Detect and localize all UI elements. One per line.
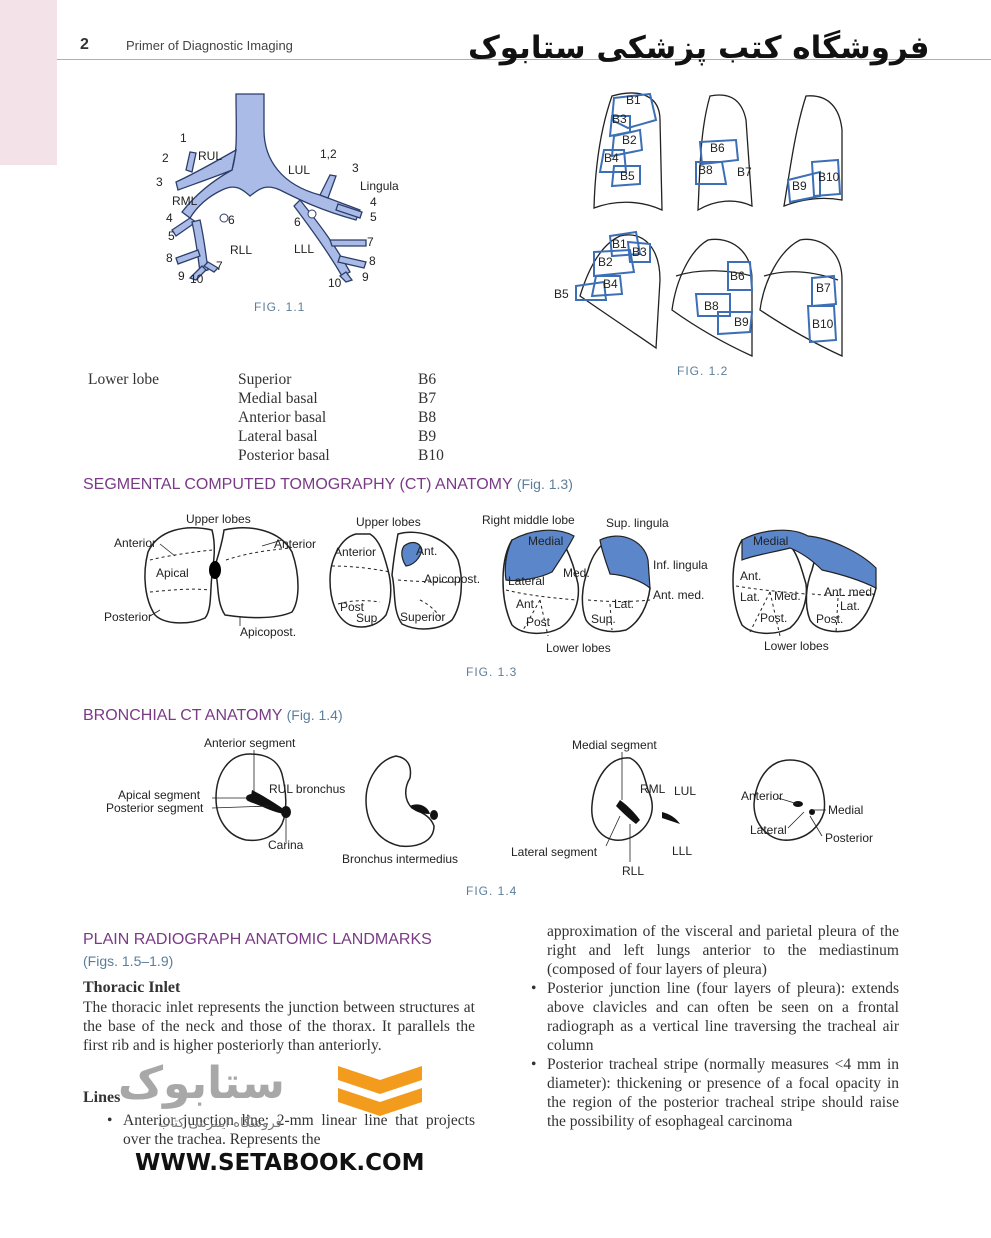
watermark-url: WWW.SETABOOK.COM [135,1150,424,1176]
fig14-label: Lateral segment [511,845,598,859]
fig14-label: Anterior segment [204,736,296,750]
paragraph-continuation: approximation of the visceral and pariet… [547,922,899,979]
subheading-lines: Lines [83,1088,120,1107]
fig14-label: RML [640,782,666,796]
subheading-thoracic-inlet: Thoracic Inlet [83,978,180,997]
setabook-watermark: ستابوک فروشگاه اینترنتی کتاب [118,1058,438,1148]
fig14-label: Anterior [741,789,783,803]
fig14-label: RLL [622,864,644,878]
list-item: Posterior junction line (four layers of … [527,979,899,1055]
fig14-label: Posterior segment [106,801,204,815]
fig14-label: Medial [828,803,863,817]
paragraph-thoracic-inlet: The thoracic inlet represents the juncti… [83,998,475,1055]
fig14-label: LLL [672,844,692,858]
fig14-label: Medial segment [572,738,657,752]
fig14-label: Lateral [750,823,787,837]
fig14-label: RUL bronchus [269,782,345,796]
list-item: Posterior tracheal stripe (normally meas… [527,1055,899,1131]
figure-reference: (Figs. 1.5–1.9) [83,953,173,969]
fig-1-4-caption: FIG. 1.4 [466,884,517,898]
fig14-label: Carina [268,838,304,852]
watermark-tagline: فروشگاه اینترنتی کتاب [158,1116,282,1131]
fig14-label: Bronchus intermedius [342,852,458,866]
section-ref-wrap: (Figs. 1.5–1.9) [83,953,173,971]
lines-list-right: Posterior junction line (four layers of … [527,979,899,1131]
fig14-label: Posterior [825,831,873,845]
book-icon [336,1058,426,1128]
section-title-plain-radiograph: PLAIN RADIOGRAPH ANATOMIC LANDMARKS [83,931,432,949]
watermark-logo-text: ستابوک [118,1058,285,1109]
fig14-label: LUL [674,784,696,798]
fig14-label: Apical segment [118,788,201,802]
